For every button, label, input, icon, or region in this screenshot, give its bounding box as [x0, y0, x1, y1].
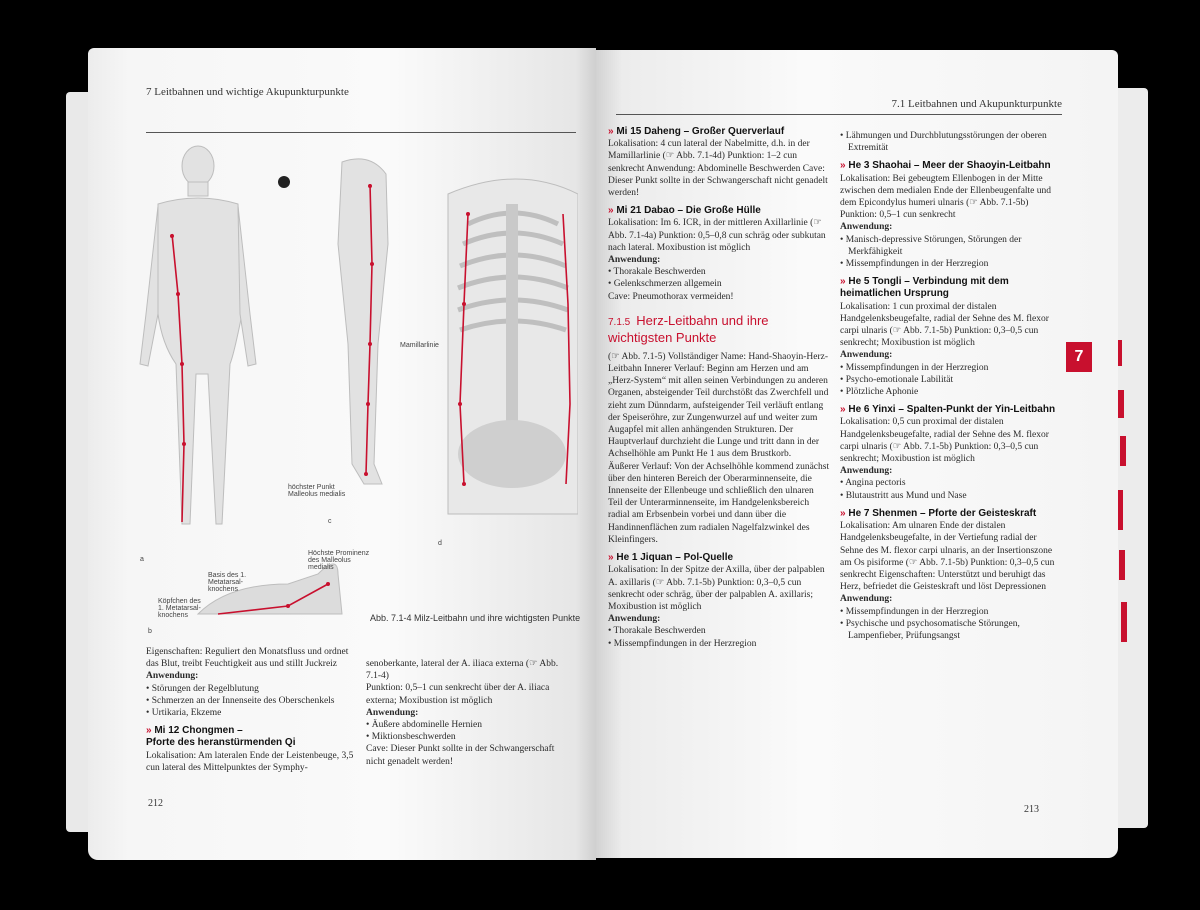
- figure-label-d: d: [438, 540, 442, 547]
- running-header-right: 7.1 Leitbahnen und Akupunkturpunkte: [891, 98, 1062, 110]
- list-item: • Manisch-depressive Störungen, Störunge…: [840, 234, 1022, 257]
- anwendung-label: Anwendung:: [840, 466, 893, 477]
- list-item: • Missempfindungen in der Herzregion: [840, 606, 989, 617]
- list-item: • Plötzliche Aphonie: [840, 387, 919, 398]
- anatomy-figure: a b c d höchster Punkt Malleolus mediali…: [138, 144, 579, 638]
- figure-label-b: b: [148, 628, 152, 635]
- point-heading-he1: » He 1 Jiquan – Pol-Quelle: [608, 552, 734, 564]
- he1-text: Lokalisation: In der Spitze der Axilla, …: [608, 565, 825, 612]
- he3-text: Lokalisation: Bei gebeugtem Ellenbogen i…: [840, 173, 1052, 221]
- point-heading-he7: » He 7 Shenmen – Pforte der Geisteskraft: [840, 507, 1037, 519]
- running-header-left: 7 Leitbahnen und wichtige Akupunkturpunk…: [146, 86, 349, 98]
- point-heading-mi15: » Mi 15 Daheng – Großer Querverlauf: [608, 126, 785, 137]
- list-item: • Äußere abdominelle Hernien: [366, 720, 482, 731]
- mi21-text: Lokalisation: Im 6. ICR, in der mittlere…: [608, 218, 826, 253]
- figure-note-malleolus: höchster Punkt Malleolus medialis: [288, 484, 346, 498]
- right-column-1: » Mi 15 Daheng – Großer Querverlauf Loka…: [608, 126, 830, 650]
- anwendung-label: Anwendung:: [608, 255, 661, 266]
- point-subheading-mi12: Pforte des heranstürmenden Qi: [146, 737, 296, 749]
- list-item: • Angina pectoris: [840, 478, 906, 489]
- eigenschaften-text: Eigenschaften: Reguliert den Monatsfluss…: [146, 647, 349, 670]
- list-item: • Psycho-emotionale Labilität: [840, 374, 954, 385]
- right-page: 7.1 Leitbahnen und Akupunkturpunkte 7 » …: [596, 50, 1118, 858]
- mi12-lokalisation: Lokalisation: Am lateralen Ende der Leis…: [146, 750, 354, 773]
- list-item: • Thorakale Beschwerden: [608, 626, 706, 637]
- point-heading-he6: » He 6 Yinxi – Spalten-Punkt der Yin-Lei…: [840, 404, 1056, 416]
- mi12-cont: senoberkante, lateral der A. iliaca exte…: [366, 659, 559, 682]
- figure-note-basis: Basis des 1. Metatarsal-knochens: [208, 572, 247, 593]
- list-item: • Missempfindungen in der Herzregion: [608, 638, 757, 649]
- point-heading-he3: » He 3 Shaohai – Meer der Shaoyin-Leitba…: [840, 160, 1051, 172]
- left-column-2: senoberkante, lateral der A. iliaca exte…: [366, 658, 574, 768]
- header-rule: [616, 114, 1062, 115]
- figure-note-mamillar: Mamillarlinie: [400, 342, 439, 349]
- chapter-tab: 7: [1066, 342, 1092, 372]
- anwendung-label: Anwendung:: [608, 614, 661, 625]
- list-item: • Psychische und psychosomatische Störun…: [840, 618, 1020, 641]
- anwendung-label: Anwendung:: [366, 707, 419, 718]
- mi21-cave: Cave: Pneumothorax vermeiden!: [608, 291, 734, 302]
- anwendung-label: Anwendung:: [146, 671, 199, 682]
- mi15-text: Lokalisation: 4 cun lateral der Nabelmit…: [608, 139, 828, 199]
- page-stack-right: [1112, 88, 1148, 828]
- point-heading-he5: » He 5 Tongli – Verbindung mit dem heima…: [840, 276, 1009, 300]
- point-heading-mi12: » Mi 12 Chongmen –: [146, 725, 243, 737]
- list-item: • Miktionsbeschwerden: [366, 732, 456, 743]
- anwendung-label: Anwendung:: [840, 350, 893, 361]
- figure-label-c: c: [328, 518, 332, 525]
- header-rule: [146, 132, 576, 133]
- figure-caption: Abb. 7.1-4 Milz-Leitbahn und ihre wichti…: [370, 613, 581, 623]
- list-item: • Störungen der Regelblutung: [146, 683, 259, 694]
- right-column-2: • Lähmungen und Durchblutungsstörungen d…: [840, 130, 1058, 642]
- mi12-cave: Cave: Dieser Punkt sollte in der Schwang…: [366, 744, 555, 767]
- point-heading-mi21: » Mi 21 Dabao – Die Große Hülle: [608, 205, 761, 217]
- left-column-1: Eigenschaften: Reguliert den Monatsfluss…: [146, 646, 356, 774]
- list-item: • Gelenkschmerzen allgemein: [608, 279, 722, 290]
- herz-aeusserer-verlauf: Äußerer Verlauf: Von der Achselhöhle kom…: [608, 461, 830, 545]
- left-page: 7 Leitbahnen und wichtige Akupunkturpunk…: [88, 48, 596, 860]
- spleen-meridian-illustration: [139, 145, 579, 615]
- list-item: • Schmerzen an der Innenseite des Obersc…: [146, 695, 335, 706]
- page-number-right: 213: [1024, 804, 1039, 815]
- list-item: • Urtikaria, Ekzeme: [146, 708, 222, 719]
- list-item: • Lähmungen und Durchblutungsstörungen d…: [840, 131, 1047, 154]
- thumb-index-tabs: [1116, 340, 1127, 670]
- figure-note-prominence: Höchste Prominenz des Malleolus medialis: [308, 550, 370, 571]
- page-number-left: 212: [148, 798, 163, 809]
- mi12-punktion: Punktion: 0,5–1 cun senkrecht über der A…: [366, 683, 550, 706]
- anwendung-label: Anwendung:: [840, 222, 893, 233]
- anwendung-label: Anwendung:: [840, 594, 893, 605]
- list-item: • Missempfindungen in der Herzregion: [840, 259, 989, 270]
- figure-label-a: a: [140, 556, 144, 563]
- list-item: • Blutaustritt aus Mund und Nase: [840, 490, 967, 501]
- he5-text: Lokalisation: 1 cun proximal der distale…: [840, 301, 1049, 349]
- herz-text: (☞ Abb. 7.1-5) Vollständiger Name: Hand-…: [608, 351, 829, 460]
- list-item: • Missempfindungen in der Herzregion: [840, 362, 989, 373]
- list-item: • Thorakale Beschwerden: [608, 267, 706, 278]
- he6-text: Lokalisation: 0,5 cun proximal der dista…: [840, 417, 1049, 465]
- figure-note-koepfchen: Köpfchen des 1. Metatarsal-knochens: [158, 598, 201, 619]
- he7-text: Lokalisation: Am ulnaren Ende der distal…: [840, 521, 1055, 593]
